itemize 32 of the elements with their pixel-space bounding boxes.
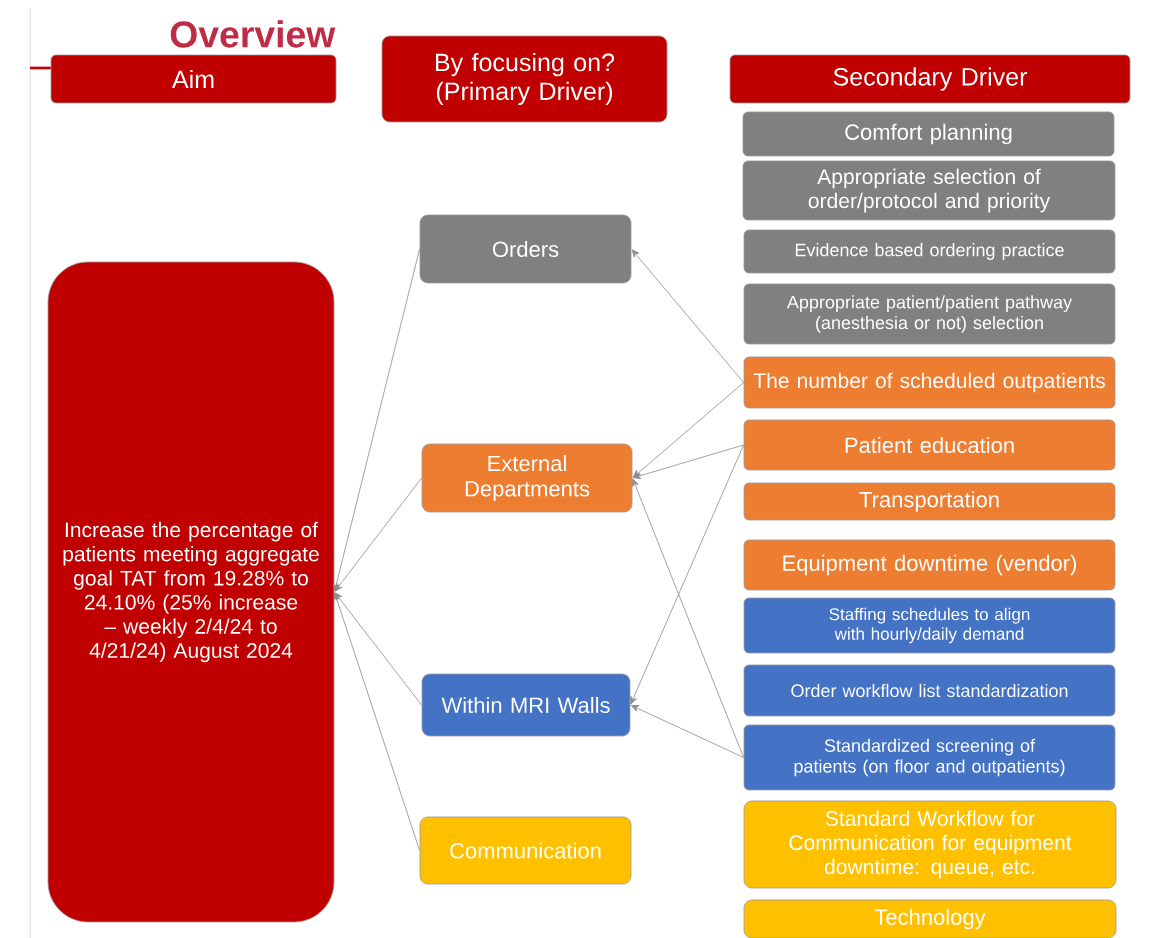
driver-box: Evidence based ordering practice: [743, 229, 1116, 274]
driver-box: Staffing schedules to align with hourly/daily demand: [743, 597, 1116, 654]
arrow: [633, 444, 744, 479]
driver-box: Standard Workflow for Communication for equipment downtime: queue, etc.: [743, 800, 1117, 889]
arrow: [333, 248, 420, 592]
arrow: [632, 382, 744, 478]
header-box: Aim: [50, 54, 337, 104]
arrow: [334, 477, 422, 592]
arrow: [333, 592, 420, 851]
aim-box: Increase the percentage of patients meeting aggregate goal TAT from 19.28% to 24.10% (25% increase – weekly 2/4/24 to 4/21/24) August 2024: [47, 261, 335, 923]
driver-box: Transportation: [743, 482, 1116, 521]
driver-box: Appropriate patient/patient pathway (anesthesia or not) selection: [743, 283, 1116, 345]
driver-box: Equipment downtime (vendor): [743, 539, 1116, 591]
driver-box: Order workflow list standardization: [743, 664, 1116, 717]
driver-box: Communication: [419, 816, 632, 885]
driver-box: The number of scheduled outpatients: [743, 356, 1116, 409]
driver-box: Standardized screening of patients (on floor and outpatients): [743, 724, 1116, 791]
driver-box: External Departments: [421, 443, 633, 513]
arrow: [631, 249, 744, 383]
arrow: [334, 592, 422, 706]
driver-box: Appropriate selection of order/protocol and priority: [742, 160, 1116, 221]
driver-box: Comfort planning: [742, 111, 1115, 157]
arrow: [630, 705, 744, 758]
driver-box: Within MRI Walls: [421, 673, 631, 737]
driver-box: Patient education: [743, 419, 1116, 471]
arrow: [632, 478, 744, 758]
header-box: Secondary Driver: [729, 54, 1131, 104]
driver-box: Orders: [419, 214, 632, 284]
title: Overview: [170, 20, 336, 48]
driver-box: Technology: [743, 899, 1117, 938]
header-box: By focusing on? (Primary Driver): [381, 35, 668, 123]
arrow: [630, 444, 744, 705]
